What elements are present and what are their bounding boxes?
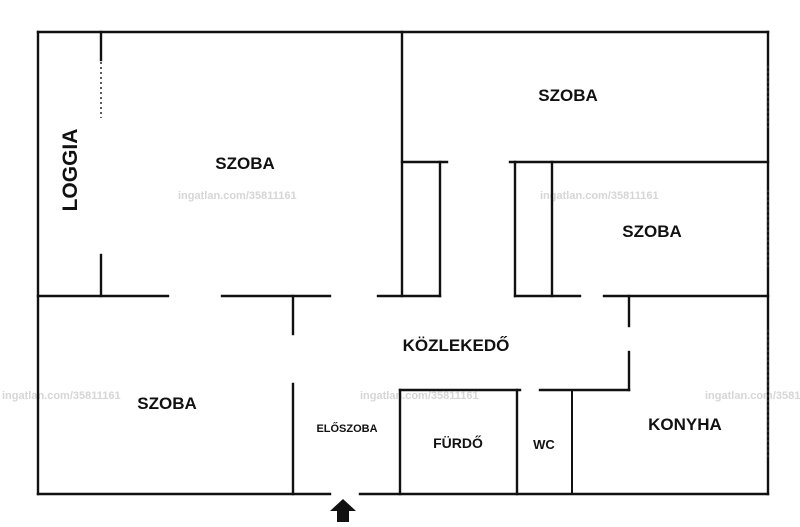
watermark-center-right: ingatlan.com/35811161 [540, 190, 659, 202]
interior-walls-top [400, 30, 770, 298]
room-label-eloszoba: ELŐSZOBA [316, 422, 377, 435]
loggia-label: LOGGIA [59, 129, 82, 212]
room-label-szoba-bottom-left: SZOBA [137, 394, 197, 413]
interior-walls-bottom [291, 294, 631, 496]
watermark-left: ingatlan.com/35811161 [2, 390, 121, 402]
room-label-kozlekedo: KÖZLEKEDŐ [403, 336, 510, 355]
room-label-szoba-right-mid: SZOBA [622, 222, 682, 241]
arrow-up-icon [330, 499, 356, 522]
room-label-wc: WC [533, 437, 555, 452]
watermark-right: ingatlan.com/35811161 [705, 390, 800, 402]
watermark-center-left: ingatlan.com/35811161 [178, 190, 297, 202]
room-label-konyha: KONYHA [648, 415, 722, 434]
watermark-middle: ingatlan.com/35811161 [360, 390, 479, 402]
room-label-furdo: FÜRDŐ [433, 434, 483, 451]
room-label-szoba-top-right: SZOBA [538, 86, 598, 105]
room-label-szoba-top-left: SZOBA [215, 154, 275, 173]
